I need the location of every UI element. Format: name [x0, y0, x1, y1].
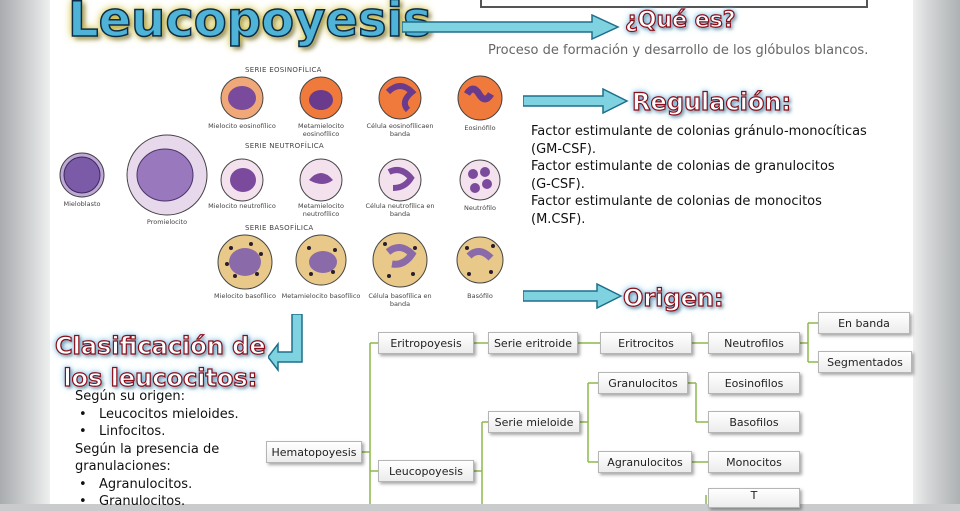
regulation-heading: Regulación:	[631, 87, 792, 116]
regulation-line: Factor estimulante de colonias de monoci…	[531, 194, 822, 209]
origin-heading: Origen:	[622, 283, 724, 312]
label-ba3: Célula basofílica en banda	[368, 292, 432, 308]
what-heading: ¿Qué es?	[624, 7, 736, 33]
label-eo4: Eosinófilo	[464, 124, 496, 132]
node-eritrocitos: Eritrocitos	[600, 332, 692, 354]
cell-drawings	[59, 75, 504, 290]
neutrophil-series-icon	[220, 158, 501, 202]
node-segmentados: Segmentados	[818, 351, 912, 373]
definition-text: Proceso de formación y desarrollo de los…	[488, 43, 869, 58]
classification-bullet: Agranulocitos.	[75, 476, 239, 494]
node-eritropoyesis: Eritropoyesis	[378, 332, 474, 354]
series-label-neutrophil: SERIE NEUTROFÍLICA	[245, 142, 325, 150]
label-eo1: Mielocito eosinofílico	[208, 122, 276, 130]
regulation-line: (GM-CSF).	[531, 141, 597, 157]
node-granulocitos: Granulocitos	[598, 372, 688, 394]
label-eo2: Metamielocito eosinofílico	[298, 122, 344, 138]
node-serie-mieloide: Serie mieloide	[488, 411, 580, 433]
series-label-basophil: SERIE BASOFÍLICA	[245, 224, 314, 232]
basophil-series-icon	[217, 232, 504, 290]
label-promielocito: Promielocito	[146, 218, 188, 226]
arrow-down-to-classification-icon	[268, 314, 303, 373]
regulation-line: (G-CSF).	[531, 176, 585, 192]
classification-line: Según la presencia de	[75, 441, 220, 457]
classification-bullet: Leucocitos mieloides.	[75, 406, 239, 424]
right-backdrop	[913, 0, 960, 504]
node-eosinofilos: Eosinofilos	[708, 372, 800, 394]
node-neutrofilos: Neutrofilos	[708, 332, 800, 354]
node-cut-off: T	[708, 488, 800, 508]
label-ba2: Metamielocito basofílico	[281, 292, 361, 300]
mieloblasto-cell-icon	[59, 152, 105, 198]
node-monocitos: Monocitos	[708, 451, 800, 473]
classification-line: Según su origen:	[75, 389, 186, 404]
label-ba4: Basófilo	[467, 292, 493, 300]
arrow-to-origin-icon	[523, 283, 623, 309]
classification-list: Según su origen: Leucocitos mieloides. L…	[75, 388, 239, 511]
classification-bullet: Linfocitos.	[75, 423, 239, 441]
regulation-line: Factor estimulante de colonias gránulo-m…	[531, 124, 867, 139]
promielocito-cell-icon	[126, 134, 208, 216]
series-label-eosinophil: SERIE EOSINOFÍLICA	[245, 66, 322, 74]
regulation-list: Factor estimulante de colonias gránulo-m…	[531, 123, 913, 228]
label-ne1: Mielocito neutrofílico	[208, 202, 276, 210]
top-frame-box	[480, 0, 868, 8]
label-ne2: Metamielocito neutrofílico	[298, 202, 344, 218]
label-mieloblasto: Mieloblasto	[63, 200, 101, 208]
node-en-banda: En banda	[818, 312, 910, 334]
eosinophil-series-icon	[220, 75, 503, 121]
label-ba1: Mielocito basofílico	[214, 292, 276, 300]
label-eo3: Célula eosinofílicaen banda	[366, 122, 434, 138]
regulation-line: Factor estimulante de colonias de granul…	[531, 159, 835, 174]
node-leucopoyesis: Leucopoyesis	[378, 460, 474, 482]
arrow-to-what-icon	[402, 14, 620, 40]
node-basofilos: Basofilos	[708, 411, 800, 433]
classification-heading-line1: Clasificación de	[54, 331, 266, 360]
label-ne4: Neutrófilo	[464, 204, 496, 212]
arrow-to-regulation-icon	[523, 88, 629, 114]
classification-line: granulaciones:	[75, 459, 171, 474]
classification-heading-line2: los leucocitos:	[63, 363, 258, 392]
node-serie-eritroide: Serie eritroide	[488, 332, 578, 354]
regulation-line: (M.CSF).	[531, 211, 586, 227]
node-agranulocitos: Agranulocitos	[598, 451, 692, 473]
node-hematopoyesis: Hematopoyesis	[266, 441, 362, 463]
classification-heading: Clasificación de los leucocitos:	[54, 330, 266, 394]
left-backdrop	[0, 0, 50, 504]
main-title: Leucopoyesis	[67, 0, 432, 49]
label-ne3: Célula neutrofílica en banda	[365, 202, 435, 218]
